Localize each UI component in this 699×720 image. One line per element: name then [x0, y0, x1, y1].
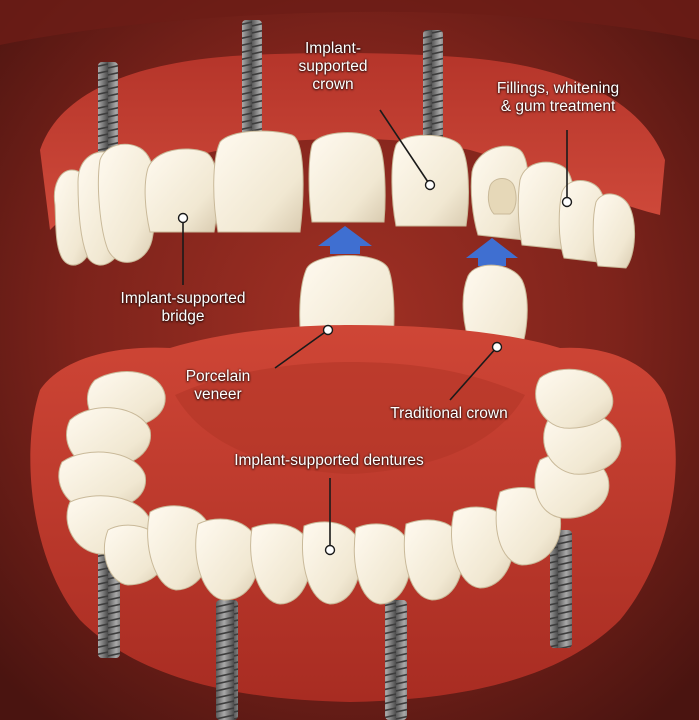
upper-right-teeth — [470, 145, 636, 269]
arrow-up-icon — [466, 238, 518, 266]
leader-dots — [177, 179, 573, 556]
placement-arrows — [318, 226, 518, 266]
tongue-area — [175, 362, 525, 474]
leader-lines — [182, 109, 568, 550]
label-implant-supported-crown: Implant- supported crown — [298, 40, 368, 93]
implant-screw — [385, 600, 407, 720]
palate-shadow — [0, 0, 699, 45]
implant-screw — [216, 600, 238, 720]
arrow-up-icon — [318, 226, 372, 254]
label-porcelain-veneer: Porcelain veneer — [185, 368, 251, 403]
upper-gap-tooth — [308, 132, 386, 223]
implant-screw — [550, 530, 572, 648]
upper-left-teeth — [53, 130, 304, 266]
lower-gum — [30, 325, 676, 702]
lower-denture-teeth — [58, 368, 622, 605]
lower-implant-screws — [98, 530, 572, 720]
label-fillings-whitening-gum: Fillings, whitening & gum treatment — [496, 80, 620, 115]
label-implant-supported-bridge: Implant-supported bridge — [120, 290, 246, 325]
label-implant-supported-dentures: Implant-supported dentures — [234, 452, 424, 469]
label-traditional-crown: Traditional crown — [390, 405, 508, 422]
upper-gum — [40, 53, 665, 231]
